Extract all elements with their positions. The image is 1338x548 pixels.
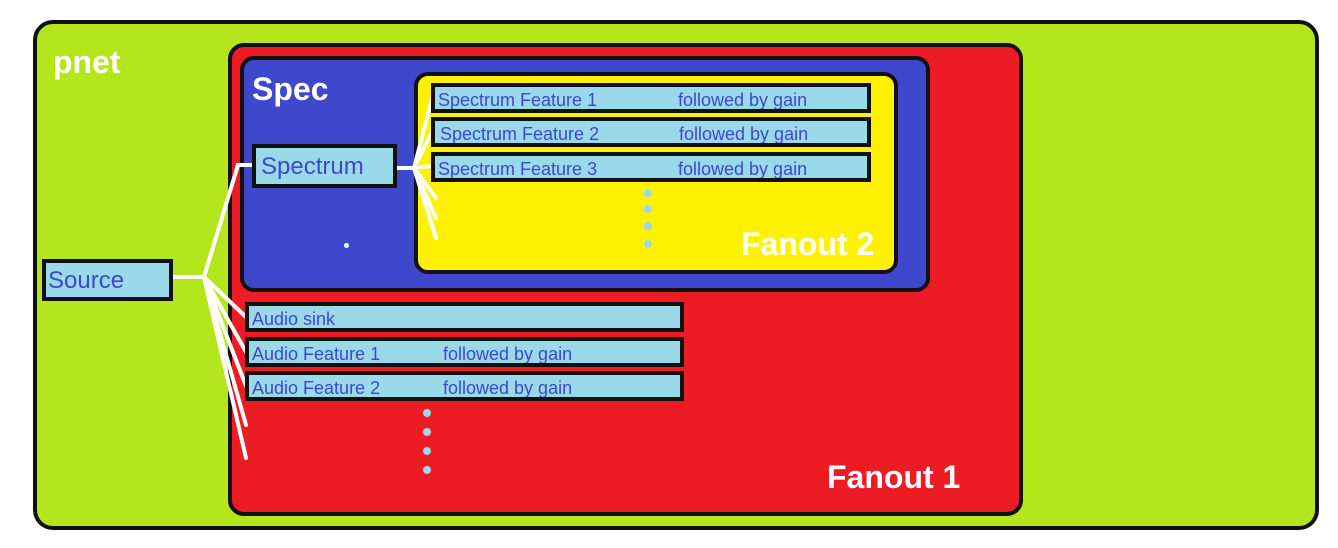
spec-label: Spec [252,71,329,107]
audio-sink-label: Audio sink [252,309,336,329]
spectrum-feature-node: Spectrum Feature 2 followed by gain [431,117,871,147]
source-node: Source [42,259,173,301]
fanout1-label: Fanout 1 [827,459,961,495]
spectrum-label: Spectrum [261,153,364,180]
audio-continuation-dots [423,409,431,474]
audio-feature-note: followed by gain [443,378,573,398]
audio-sink-node: Audio sink [245,302,684,332]
audio-feature-name: Audio Feature 1 [252,344,381,364]
spectrum-feature-note: followed by gain [679,124,809,144]
audio-feature-name: Audio Feature 2 [252,378,381,398]
source-label: Source [48,267,125,294]
audio-feature-node: Audio Feature 2 followed by gain [245,371,684,401]
spectrum-feature-name: Spectrum Feature 1 [438,90,598,110]
spectrum-feature-node: Spectrum Feature 3 followed by gain [431,152,871,182]
audio-feature-note: followed by gain [443,344,573,364]
spectrum-wires [394,97,438,240]
spectrum-feature-node: Spectrum Feature 1 followed by gain [431,83,871,113]
spectrum-node: Spectrum [252,144,397,188]
audio-feature-node: Audio Feature 1 followed by gain [245,337,684,367]
spectrum-feature-name: Spectrum Feature 2 [440,124,600,144]
fanout2-label: Fanout 2 [741,226,875,262]
pnet-label: pnet [53,44,121,80]
spectrum-feature-note: followed by gain [678,90,808,110]
spectrum-feature-name: Spectrum Feature 3 [438,159,598,179]
spectrum-feature-note: followed by gain [678,159,808,179]
spec-dot [344,243,349,248]
spectrum-continuation-dots [644,189,652,248]
source-wires [170,163,258,460]
